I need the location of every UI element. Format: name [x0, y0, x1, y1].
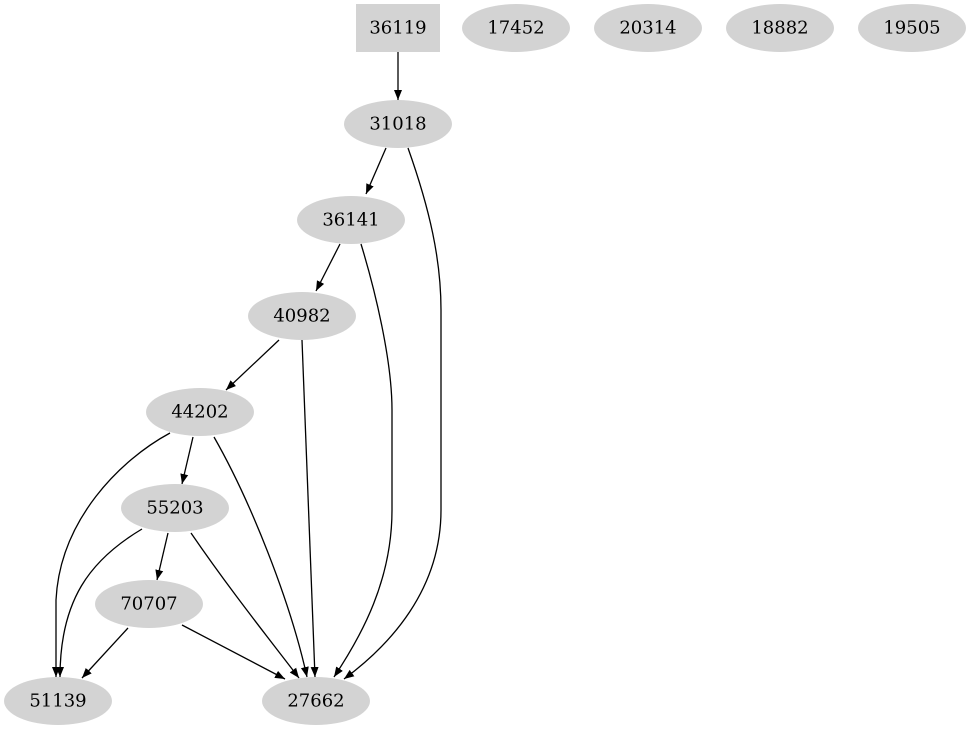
node-shape	[4, 677, 112, 725]
node-51139: 51139	[4, 677, 112, 725]
node-label: 31018	[369, 114, 426, 135]
edge-55203-to-70707	[155, 532, 169, 581]
node-label: 36119	[369, 18, 426, 39]
node-18882: 18882	[726, 4, 834, 52]
node-label: 36141	[322, 210, 379, 231]
node-label: 18882	[751, 18, 808, 39]
edge-44202-to-27662	[213, 436, 309, 678]
node-20314: 20314	[594, 4, 702, 52]
node-shape	[95, 580, 203, 628]
edge-44202-to-51139	[52, 432, 171, 677]
edge-36141-to-40982	[315, 243, 341, 292]
node-label: 27662	[287, 691, 344, 712]
node-19505: 19505	[858, 4, 966, 52]
node-shape	[594, 4, 702, 52]
edge-40982-to-27662	[301, 339, 319, 678]
node-label: 44202	[171, 402, 228, 423]
node-40982: 40982	[248, 292, 356, 340]
node-shape	[462, 4, 570, 52]
edge-55203-to-51139	[56, 528, 143, 678]
node-shape	[858, 4, 966, 52]
edge-31018-to-36141	[365, 147, 387, 195]
node-shape	[356, 4, 440, 52]
node-44202: 44202	[146, 388, 254, 436]
node-shape	[344, 100, 452, 148]
edge-70707-to-27662	[181, 624, 286, 680]
node-label: 51139	[29, 691, 86, 712]
node-label: 55203	[146, 498, 203, 519]
node-31018: 31018	[344, 100, 452, 148]
edge-55203-to-27662	[190, 532, 300, 679]
node-shape	[146, 388, 254, 436]
node-27662: 27662	[262, 677, 370, 725]
edge-44202-to-55203	[180, 436, 194, 485]
node-label: 17452	[487, 18, 544, 39]
node-label: 40982	[273, 306, 330, 327]
node-label: 20314	[619, 18, 676, 39]
node-shape	[121, 484, 229, 532]
node-36119: 36119	[356, 4, 440, 52]
node-shape	[297, 196, 405, 244]
node-70707: 70707	[95, 580, 203, 628]
edge-31018-to-27662	[343, 147, 442, 680]
node-17452: 17452	[462, 4, 570, 52]
node-shape	[726, 4, 834, 52]
node-shape	[262, 677, 370, 725]
node-shape	[248, 292, 356, 340]
node-label: 70707	[120, 594, 177, 615]
edge-70707-to-51139	[81, 627, 129, 679]
node-55203: 55203	[121, 484, 229, 532]
node-36141: 36141	[297, 196, 405, 244]
edge-40982-to-44202	[225, 339, 280, 391]
node-label: 19505	[883, 18, 940, 39]
edge-36141-to-27662	[333, 243, 393, 678]
